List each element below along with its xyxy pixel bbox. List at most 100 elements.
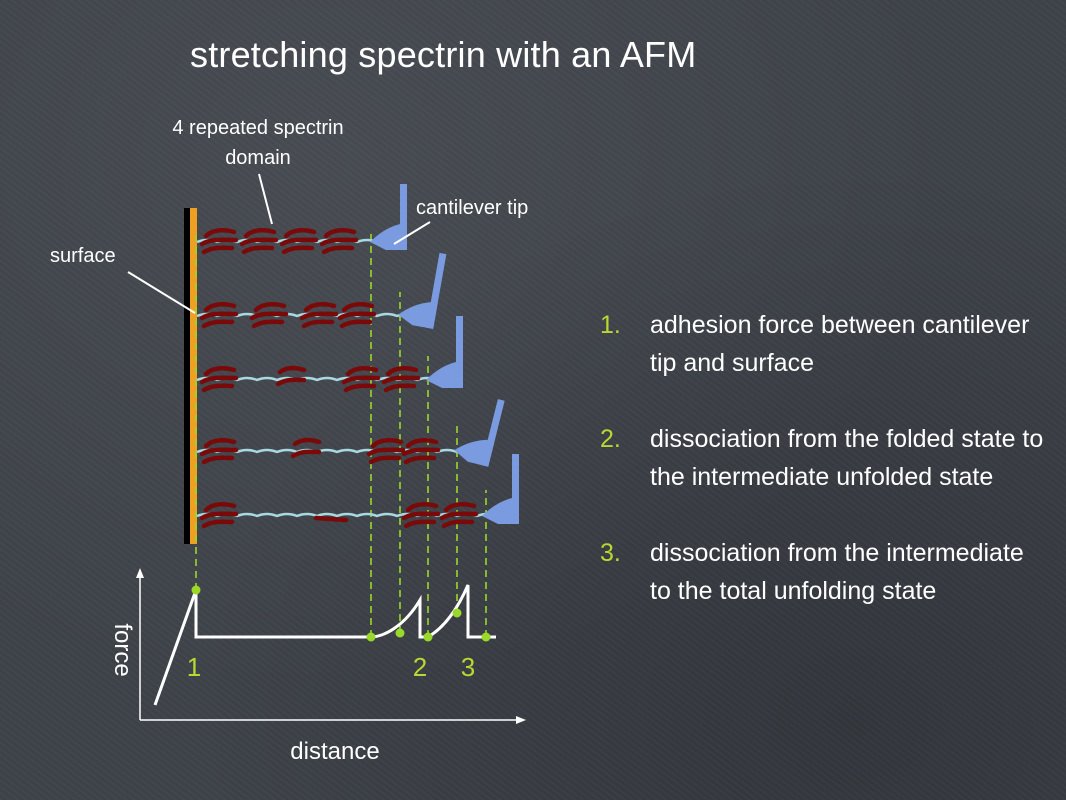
domain-helix — [199, 311, 239, 321]
domain-helix — [201, 455, 235, 465]
domain-helix — [341, 302, 375, 313]
domain-helix — [203, 302, 237, 313]
molecule-row — [196, 399, 505, 467]
x-axis-arrow — [516, 716, 526, 724]
domain-helix — [199, 511, 239, 521]
domain-helix — [201, 245, 235, 255]
force-curve — [153, 584, 496, 706]
domain-helix — [405, 438, 439, 449]
domain-label-line2: domain — [225, 147, 291, 169]
domain-helix — [341, 375, 381, 385]
curve-point — [452, 608, 462, 618]
domain-helix — [345, 366, 379, 377]
domain-helix — [439, 511, 479, 521]
domain-helix — [243, 228, 277, 239]
cantilever-tip-shape — [370, 224, 407, 250]
domain-helix — [281, 245, 315, 255]
domain-helix — [303, 302, 337, 313]
curve-point — [366, 632, 376, 642]
surface-black-layer — [184, 208, 190, 544]
step-item: 2. dissociation from the folded state to… — [600, 420, 1050, 496]
domain-helix — [319, 237, 359, 247]
cantilever-arm — [400, 184, 407, 250]
domain-helix — [201, 383, 235, 393]
domain-helix — [275, 377, 307, 387]
domain-helix — [370, 438, 404, 449]
force-distance-graph: force distance 1 2 3 — [109, 568, 526, 765]
domain-helix — [249, 311, 289, 321]
cantilever — [426, 316, 463, 388]
domain-helix — [277, 365, 307, 375]
domain-helix — [199, 375, 239, 385]
domain-helix — [401, 511, 441, 521]
molecule-rows — [196, 184, 519, 529]
surface-orange-layer — [190, 208, 197, 544]
domain-helix — [203, 366, 237, 377]
y-axis-label: force — [109, 623, 136, 676]
cantilever-tip-shape — [398, 302, 438, 329]
cantilever-arm — [456, 316, 463, 388]
domain-helix — [239, 237, 279, 247]
molecule-row — [196, 316, 463, 393]
molecule-row — [196, 184, 407, 255]
domain-helix — [203, 438, 237, 449]
domain-helix — [203, 228, 237, 239]
step-text: adhesion force between cantilever tip an… — [650, 311, 1030, 377]
domain-helix — [381, 375, 421, 385]
x-axis-label: distance — [290, 738, 379, 765]
domain-helix — [401, 447, 441, 457]
cantilever-tip-shape — [426, 362, 463, 388]
domain-helix — [199, 237, 239, 247]
step-number: 3. — [600, 539, 621, 567]
cantilever — [482, 454, 519, 524]
domain-helix — [385, 366, 419, 377]
molecule-row — [196, 454, 519, 529]
domain-helix — [203, 502, 237, 513]
cantilever — [370, 184, 407, 250]
cantilever — [454, 399, 505, 467]
domain-helix — [199, 447, 239, 457]
cantilever-tip-shape — [454, 439, 495, 467]
domain-helix — [292, 437, 322, 447]
domain-helix — [343, 383, 377, 393]
domain-label-line1: 4 repeated spectrin — [172, 117, 343, 139]
domain-helix — [283, 228, 317, 239]
curve-point — [191, 585, 201, 595]
step-number: 2. — [600, 425, 621, 453]
domain-helix — [313, 515, 349, 523]
domain-helix — [323, 228, 357, 239]
y-axis-arrow — [136, 568, 144, 578]
peak-label-1: 1 — [187, 652, 201, 682]
cantilever-tip-shape — [482, 498, 519, 524]
domain-helix — [321, 245, 355, 255]
domain-helix — [368, 455, 402, 465]
domain-helix — [405, 502, 439, 513]
domain-helix — [443, 502, 477, 513]
cantilever-label: cantilever tip — [416, 197, 528, 219]
peak-label-3: 3 — [461, 652, 475, 682]
cantilever-arm — [512, 454, 519, 524]
peak-label-2: 2 — [413, 652, 427, 682]
step-number: 1. — [600, 311, 621, 339]
curve-point — [395, 628, 405, 638]
domain-helix — [241, 245, 275, 255]
domain-helix — [279, 237, 319, 247]
domain-helix — [253, 302, 287, 313]
domain-helix — [201, 519, 235, 529]
domain-helix — [366, 447, 406, 457]
domain-helix — [290, 449, 322, 459]
cantilever-pointer-line — [393, 221, 431, 245]
cantilever — [398, 252, 447, 329]
steps-list: 1. adhesion force between cantilever tip… — [600, 306, 1050, 610]
step-text: dissociation from the intermediate to th… — [650, 539, 1024, 605]
domain-helix — [299, 311, 339, 321]
step-text: dissociation from the folded state to th… — [650, 425, 1044, 491]
domain-helix — [301, 319, 335, 329]
domain-helix — [441, 519, 475, 529]
domain-helix — [403, 455, 437, 465]
slide-title: stretching spectrin with an AFM — [190, 34, 697, 75]
surface-label: surface — [50, 245, 116, 267]
curve-points — [191, 585, 491, 642]
curve-point — [423, 632, 433, 642]
domain-helix — [403, 519, 437, 529]
